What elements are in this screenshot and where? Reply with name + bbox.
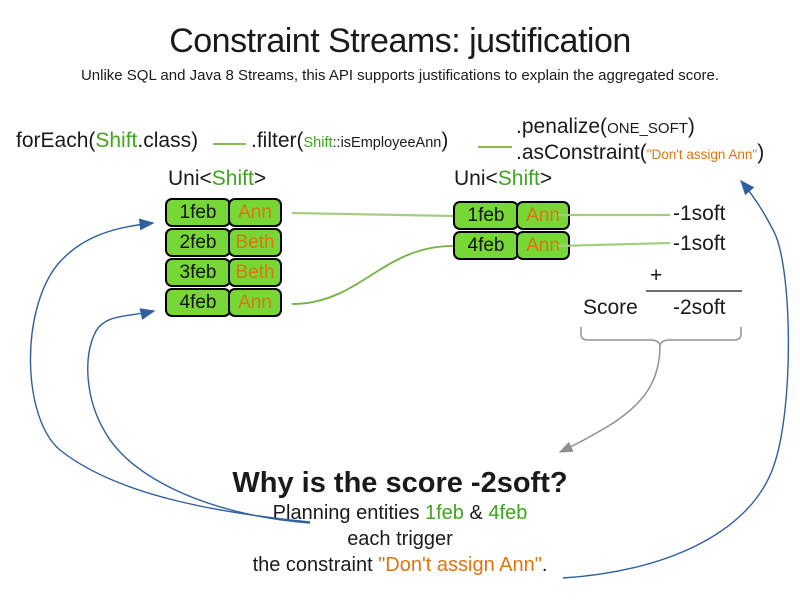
page-subtitle: Unlike SQL and Java 8 Streams, this API … xyxy=(80,67,720,84)
line1-amp: & xyxy=(463,502,489,524)
entity-4feb: 4feb xyxy=(488,502,528,524)
filter-close: ) xyxy=(441,129,449,152)
shift-employee-cell: Ann xyxy=(516,201,570,230)
score-brace xyxy=(580,327,742,348)
filter-arg-rest: ::isEmployeeAnn xyxy=(332,135,442,151)
left-stream-type-label: Uni<Shift> xyxy=(168,167,266,191)
code-foreach: forEach(Shift.class) xyxy=(16,129,198,153)
penalty-connector-2 xyxy=(557,241,671,248)
right-stream-type-label: Uni<Shift> xyxy=(454,167,552,191)
type-close: > xyxy=(539,167,553,190)
shift-date-cell: 4feb xyxy=(453,231,519,260)
foreach-close: .class) xyxy=(137,129,199,152)
score-total: -2soft xyxy=(673,296,726,319)
filter-open: .filter( xyxy=(251,129,304,152)
explanation-line2: each trigger xyxy=(347,528,453,550)
entity-1feb: 1feb xyxy=(425,502,464,524)
table-row: 4feb Ann xyxy=(453,231,570,260)
shift-employee-cell: Beth xyxy=(228,258,282,287)
line3-period: . xyxy=(541,554,548,576)
penalty-label: -1soft xyxy=(673,202,726,225)
table-row: 1feb Ann xyxy=(453,201,570,230)
type-close: > xyxy=(253,167,267,190)
score-label: Score xyxy=(583,296,638,319)
shift-employee-cell: Ann xyxy=(228,198,282,227)
brace-to-why-arrow xyxy=(558,344,661,453)
asconstraint-arg: "Don't assign Ann" xyxy=(646,147,758,162)
type-open: Uni< xyxy=(454,167,498,190)
right-stream-table: 1feb Ann 4feb Ann xyxy=(453,201,570,260)
type-param: Shift xyxy=(497,167,540,190)
line1-prefix: Planning entities xyxy=(272,502,425,524)
shift-date-cell: 4feb xyxy=(165,288,231,317)
table-row: 2feb Beth xyxy=(165,228,282,257)
type-open: Uni< xyxy=(168,167,212,190)
line3-prefix: the constraint xyxy=(252,554,379,576)
foreach-class: Shift xyxy=(95,129,138,152)
penalize-close: ) xyxy=(687,115,695,138)
table-row: 3feb Beth xyxy=(165,258,282,287)
asconstraint-open: .asConstraint( xyxy=(516,141,647,164)
code-filter: .filter(Shift::isEmployeeAnn) xyxy=(251,129,448,153)
shift-employee-cell: Beth xyxy=(228,228,282,257)
line3-constraint: "Don't assign Ann" xyxy=(378,554,542,576)
penalize-open: .penalize( xyxy=(516,115,608,138)
code-penalize: .penalize(ONE_SOFT) xyxy=(516,115,695,139)
shift-date-cell: 1feb xyxy=(165,198,231,227)
explanation-line1: Planning entities 1feb & 4feb xyxy=(100,500,700,526)
code-asconstraint: .asConstraint("Don't assign Ann") xyxy=(516,141,764,165)
penalize-arg: ONE_SOFT xyxy=(607,120,688,137)
explanation-block: Why is the score -2soft? Planning entiti… xyxy=(100,466,700,578)
foreach-open: forEach( xyxy=(16,129,96,152)
row-connector-1feb xyxy=(291,211,454,218)
type-param: Shift xyxy=(211,167,254,190)
asconstraint-close: ) xyxy=(757,141,765,164)
row-connector-4feb xyxy=(291,245,454,305)
plus-sign: + xyxy=(650,264,663,287)
explanation-line3: the constraint "Don't assign Ann". xyxy=(100,552,700,578)
explanation-heading: Why is the score -2soft? xyxy=(232,467,568,499)
table-row: 4feb Ann xyxy=(165,288,282,317)
shift-date-cell: 1feb xyxy=(453,201,519,230)
table-row: 1feb Ann xyxy=(165,198,282,227)
page-title: Constraint Streams: justification xyxy=(169,22,631,60)
shift-date-cell: 2feb xyxy=(165,228,231,257)
shift-date-cell: 3feb xyxy=(165,258,231,287)
penalty-label: -1soft xyxy=(673,232,726,255)
shift-employee-cell: Ann xyxy=(228,288,282,317)
left-stream-table: 1feb Ann 2feb Beth 3feb Beth 4feb Ann xyxy=(165,198,282,317)
shift-employee-cell: Ann xyxy=(516,231,570,260)
filter-arg-class: Shift xyxy=(303,135,333,151)
